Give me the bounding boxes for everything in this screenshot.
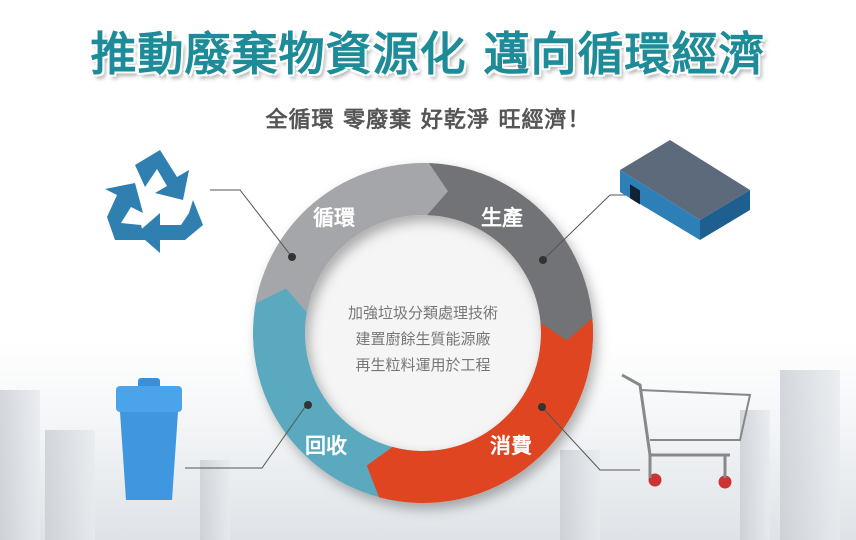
dot-factory: [539, 256, 547, 264]
connector-cart: [539, 404, 640, 471]
page-title: 推動廢棄物資源化 邁向循環經濟: [90, 27, 766, 81]
factory-icon: [620, 140, 750, 240]
subtitle: 全循環 零廢棄 好乾淨 旺經濟！: [265, 108, 591, 133]
cycle-segment-0: [255, 162, 473, 313]
trash-bin-icon: [116, 378, 182, 500]
dot-bin: [304, 401, 312, 409]
ring-center: [305, 215, 541, 451]
recycle-icon: [105, 150, 203, 253]
center-line: 建置廚餘生質能源廠: [355, 330, 491, 348]
connector-recycle: [210, 189, 293, 258]
cycle-segment-1: [427, 163, 593, 378]
center-line: 再生粒料運用於工程: [355, 356, 491, 374]
cycle-label-consumption: 消費: [490, 434, 532, 458]
connector-bin: [185, 406, 306, 469]
cycle-label-production: 生產: [481, 206, 523, 230]
cycle-label-collection: 回收: [305, 434, 347, 458]
cycle-label-recycle: 循環: [313, 206, 355, 230]
cycle-segment-3: [253, 269, 413, 503]
shopping-cart-icon: [621, 373, 752, 489]
dot-cart: [538, 403, 546, 411]
cycle-segment-2: [366, 318, 593, 503]
center-line: 加強垃圾分類處理技術: [347, 304, 498, 322]
dot-recycle: [288, 253, 296, 261]
center-text: 加強垃圾分類處理技術 建置廚餘生質能源廠 再生粒料運用於工程: [303, 300, 543, 378]
